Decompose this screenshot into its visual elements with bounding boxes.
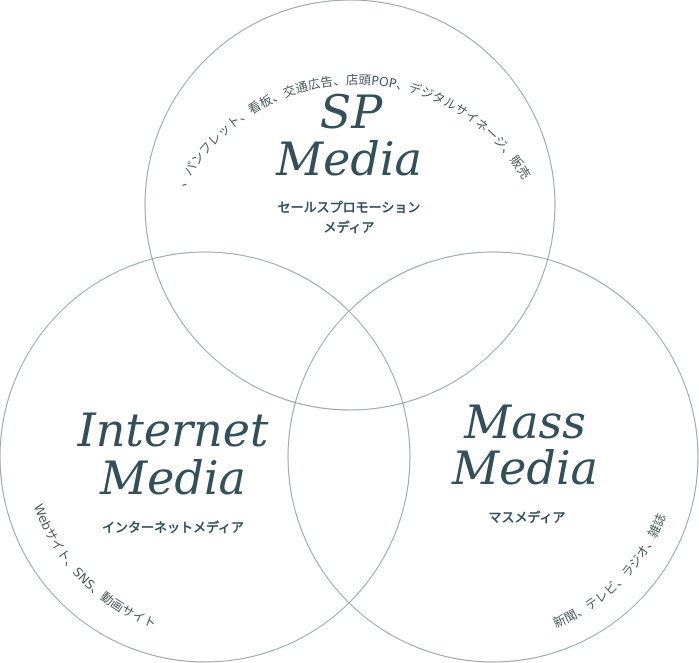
internet-subtitle: インターネットメディア <box>102 520 244 536</box>
mass-arc-caption: 新聞、テレビ、ラジオ、雑誌 <box>551 511 669 631</box>
mass-media-circle <box>287 251 699 663</box>
sp-subtitle-line2: メディア <box>323 220 374 236</box>
mass-arc-caption-path: 新聞、テレビ、ラジオ、雑誌 <box>551 511 669 631</box>
sp-title-line2: Media <box>275 132 422 186</box>
mass-subtitle: マスメディア <box>488 510 565 526</box>
internet-title-line2: Media <box>99 451 246 505</box>
internet-media-circle <box>0 251 411 663</box>
mass-title-line1: Mass <box>463 395 586 449</box>
mass-title-line2: Media <box>451 441 598 495</box>
sp-media-circle <box>144 0 556 411</box>
sp-title-line1: SP <box>320 85 384 139</box>
internet-title-line1: Internet <box>77 403 269 457</box>
sp-subtitle-line1: セールスプロモーション <box>278 201 421 216</box>
